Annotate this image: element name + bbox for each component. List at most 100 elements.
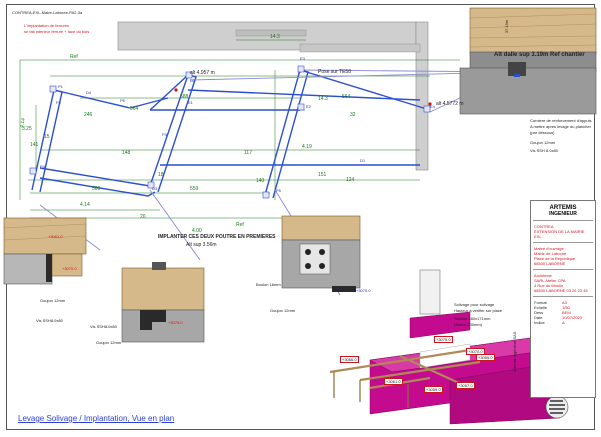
project-code: CONTREA-EXL-Maire-Laboree-PA2-3a bbox=[12, 10, 83, 15]
note-line-2: se fait interieur ferrure + face du bois bbox=[24, 29, 90, 34]
dim-label: 14.3 bbox=[270, 34, 280, 40]
field-value: 10/07/2023 bbox=[562, 315, 583, 320]
existing-wall-right bbox=[415, 21, 429, 171]
note-line-1: L'implantation de ferrures bbox=[24, 23, 70, 28]
artemis-logo bbox=[545, 395, 569, 419]
dim-414-bottom: 4.14 bbox=[80, 202, 90, 208]
pose-label: Pose sur TE58 bbox=[318, 69, 351, 75]
dim-label: 124 bbox=[346, 177, 355, 183]
detail-desc-4: Goujon 12mm bbox=[530, 140, 556, 145]
detail-desc-1: Corniere de renforcement d'appuis bbox=[530, 118, 592, 123]
alt-tag: +3061.0 bbox=[384, 378, 403, 385]
beam-label: D1 bbox=[360, 158, 366, 163]
detail-desc-5: Vis SSH 8.0x80 bbox=[530, 148, 558, 153]
alt-right-label: alt 4.5772 m bbox=[436, 101, 464, 107]
left-goujon: Goujon 12mm bbox=[40, 298, 66, 303]
dim-label: 4.19 bbox=[302, 144, 312, 150]
company-name: ARTEMIS bbox=[549, 205, 577, 211]
arch-line-1: Architecte bbox=[534, 273, 552, 278]
beam-label: E1 bbox=[188, 100, 193, 105]
drawing-title[interactable]: Levage Solivage / Implantation, Vue en p… bbox=[18, 414, 175, 423]
beam-label: P2 bbox=[56, 100, 61, 105]
field-key: Date bbox=[534, 315, 543, 320]
company-sub: INGENIEUR bbox=[549, 211, 577, 217]
dim-label: 32 bbox=[350, 112, 356, 118]
arch-line-3: 4 Rue du Moulin bbox=[534, 283, 564, 288]
dim-label: 564 bbox=[342, 94, 351, 100]
beam-label: D4 bbox=[86, 90, 92, 95]
view3d-note-3: Section 180x171mm bbox=[454, 316, 491, 321]
alt-tag: +3066.0 bbox=[340, 356, 359, 363]
field-key: Echelle bbox=[534, 305, 548, 310]
beam-label: P3 bbox=[162, 132, 167, 137]
detail-wood-beam bbox=[469, 7, 597, 55]
dim-label: 3.25 bbox=[22, 126, 32, 132]
center-alt: +3075.0 bbox=[168, 320, 183, 325]
field-key: Dess bbox=[534, 310, 544, 315]
title-block: ARTEMIS INGENIEUR CONTREA EXTENSION DE L… bbox=[530, 200, 596, 398]
detail-center-wood bbox=[121, 267, 205, 311]
owner-line-2: Mairie de Laborne bbox=[534, 251, 567, 256]
dimension-lines bbox=[19, 39, 460, 219]
alt-left-label: alt 4.957 m bbox=[190, 70, 215, 76]
dim-label: 560 bbox=[92, 186, 101, 192]
left-alt-b: +3070.0 bbox=[62, 266, 77, 271]
right-goujon: Goujon 12mm bbox=[270, 308, 296, 313]
dim-label: 564 bbox=[130, 106, 139, 112]
center-goujon: Goujon 12mm bbox=[96, 340, 122, 345]
dim-label: 148 bbox=[122, 150, 131, 156]
dim-label: 559 bbox=[190, 186, 199, 192]
dim-label: 141 bbox=[30, 142, 39, 148]
field-value: 1/50 bbox=[562, 305, 570, 310]
beams bbox=[31, 69, 431, 199]
field-key: Format bbox=[534, 300, 547, 305]
implant-line-1: IMPLANTER CES DEUX POUTRE EN PREMIERES bbox=[158, 234, 276, 240]
beam-label: E3 bbox=[300, 56, 305, 61]
title-block-field: Dess BEM bbox=[534, 310, 595, 315]
dim-ref-top: Ref bbox=[70, 54, 78, 60]
detail-right-wood bbox=[281, 215, 361, 241]
field-value: A bbox=[562, 320, 565, 325]
center-vis: Vis SSH8.0x80 bbox=[90, 324, 117, 329]
beam-label: E4 bbox=[430, 104, 435, 109]
left-vis: Vis SSH8.0x80 bbox=[36, 318, 63, 323]
beam-label: P4 bbox=[40, 164, 45, 169]
dim-label: 246 bbox=[84, 112, 93, 118]
title-block-side-text: Artemis Ingenieur SAS bbox=[512, 331, 517, 372]
dim-label: 151 bbox=[318, 172, 327, 178]
project-line-2: EXTENSION DE LA MAIRIE bbox=[534, 229, 585, 234]
owner-line-3: Place de la Republique bbox=[534, 256, 576, 261]
field-value: A3 bbox=[562, 300, 567, 305]
alt-tag: +3070.0 bbox=[466, 348, 485, 355]
dim-label: 588 bbox=[180, 94, 189, 100]
implant-line-2: Alt sup 3.56m bbox=[186, 242, 217, 248]
alt-tag: +3059.0 bbox=[424, 386, 443, 393]
owner-line-4: 68530 LABORNE bbox=[534, 261, 566, 266]
dim-label: 15 bbox=[44, 134, 50, 140]
alt-tag: +3055.0 bbox=[476, 354, 495, 361]
detail-desc-2: A mettre apres levage du plancher bbox=[530, 124, 591, 129]
detail-desc-3: (par dessous) bbox=[530, 130, 555, 135]
view3d-note-2: Hauteur a verifier sur place bbox=[454, 308, 503, 313]
arch-line-2: SARL Atelier CPA bbox=[534, 278, 566, 283]
beam-label: P1 bbox=[58, 84, 63, 89]
title-block-field: Date 10/07/2023 bbox=[534, 315, 595, 320]
right-alt: +3070.0 bbox=[356, 288, 371, 293]
dim-label: 18 bbox=[158, 172, 164, 178]
beam-label: D2 bbox=[190, 78, 196, 83]
arch-line-4: 68530 LABORNE 03 26 23 45 bbox=[534, 288, 588, 293]
beam-label: P5 bbox=[276, 188, 281, 193]
title-block-field: Format A3 bbox=[534, 300, 595, 305]
beam-label: P6 bbox=[120, 98, 125, 103]
dim-label: 140 bbox=[256, 178, 265, 184]
left-alt-a: +3061.0 bbox=[48, 234, 63, 239]
title-block-field: Indice A bbox=[534, 320, 595, 325]
dim-400: 4.00 bbox=[192, 228, 202, 234]
field-key: Indice bbox=[534, 320, 545, 325]
field-value: BEM bbox=[562, 310, 571, 315]
alt-tag: +3057.0 bbox=[456, 382, 475, 389]
dim-label: 117 bbox=[244, 150, 252, 156]
right-boulon: Boulon 16mm bbox=[256, 282, 281, 287]
dim-ref-bottom: Ref bbox=[236, 222, 244, 228]
